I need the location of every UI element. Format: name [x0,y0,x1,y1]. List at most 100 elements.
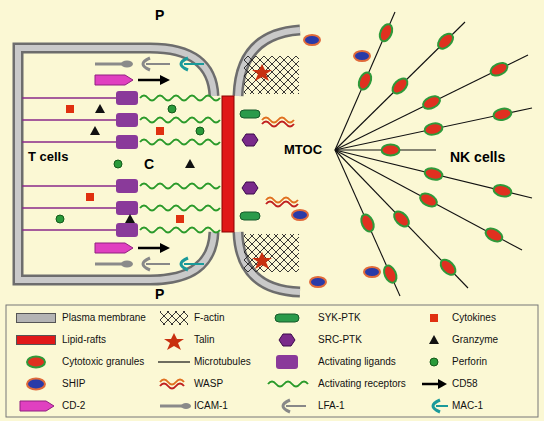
legend-icons [275,314,299,322]
wasp [262,122,294,127]
legend-icons [27,357,45,368]
perforin-symbols [56,105,204,223]
legend-icons [158,361,190,362]
ship [364,267,380,277]
cytokine-symbols [176,215,184,223]
activating-ligand [116,135,138,149]
legend-icons [438,379,447,389]
peripheral-molecules-top [95,63,122,66]
peripheral-molecules-bottom [160,243,170,253]
legend-icons [164,333,184,350]
cytotoxic-granule [356,71,373,92]
perforin-symbols [196,127,204,135]
src-ptk [242,182,258,194]
legend-icons [422,383,440,386]
activating-receptor [140,184,220,189]
legend-text: Cytotoxic granules [62,356,144,367]
cytokine-symbols [66,105,184,223]
cytotoxic-granule [377,22,394,43]
legend-text: Perforin [452,356,487,367]
cytokine-symbols [156,127,164,135]
legend-text: Lipid-rafts [62,334,106,345]
perforin-symbols [56,215,64,223]
peripheral-molecules-top [146,63,170,65]
cytotoxic-granule [435,31,456,51]
region-letter: C [144,157,154,172]
microtubule [335,150,400,296]
legend-text: Talin [194,334,215,345]
activating-ligand [116,91,138,105]
legend-text: Activating ligands [318,356,396,367]
legend-swatch [16,313,56,323]
microtubule [335,12,395,150]
nk-cell-membrane [238,30,300,96]
cytotoxic-granule [418,191,439,209]
ligand-stalk [22,141,116,143]
legend-icons [286,405,306,407]
microtubule [335,108,532,150]
legend-icons [181,403,191,409]
peripheral-molecules-bottom [95,243,133,253]
ligand-receptor-rows [22,91,220,237]
f-actin-mesh [244,56,299,272]
wasp [262,118,298,207]
legend-text: Microtubules [194,356,251,367]
ligand-stalk [22,207,116,209]
activating-ligand [116,113,138,127]
ship [310,277,326,287]
legend-icons [276,355,298,369]
granzyme-symbols [185,159,195,168]
legend-text: WASP [194,378,223,389]
legend-frame [6,305,538,417]
cytotoxic-granule [382,145,400,156]
ligand-stalk [22,119,116,121]
legend-text: CD58 [452,378,478,389]
granzyme-symbols [95,104,105,113]
f-actin-mesh [244,234,299,272]
activating-receptor [140,140,220,145]
legend-text: Cytokines [452,312,496,323]
cytotoxic-granule [423,167,443,182]
cytotoxic-granule [489,60,510,78]
ship [292,210,308,220]
cytokine-symbols [66,105,74,113]
microtubule [335,150,468,288]
legend-icons [430,314,438,322]
talin-symbols [252,252,272,269]
legend-text: Activating receptors [318,378,406,389]
region-letter: P [155,8,164,23]
peripheral-molecules-top [95,58,204,85]
organelle-label: MTOC [284,143,322,157]
granzyme-symbols [90,104,195,223]
cytotoxic-granule [421,94,442,112]
peripheral-molecules-top [95,75,133,85]
activating-ligand [116,179,138,193]
activating-receptor [140,96,220,101]
microtubule [335,55,528,150]
legend-text: Plasma membrane [62,312,146,323]
activating-receptor [140,206,220,211]
peripheral-molecules-top [121,61,133,68]
legend-text: F-actin [194,312,225,323]
legend-icons [160,405,182,408]
nk-cell-membrane [238,232,300,292]
t-cell-membrane [18,48,214,280]
microtubule [335,150,532,198]
peripheral-molecules-bottom [95,263,122,266]
legend-icons [160,311,188,325]
microtubules [335,12,532,296]
region-letter: P [155,287,164,302]
peripheral-molecules-bottom [138,247,162,250]
syk-ptk [240,110,260,220]
ship [304,35,320,45]
cytotoxic-granule [424,122,444,137]
cytotoxic-granule [382,264,399,285]
ship [292,35,380,287]
talin-symbols [252,64,272,81]
legend-icons [268,382,308,387]
lipid-raft [222,96,234,232]
peripheral-molecules-bottom [184,263,204,265]
perforin-symbols [168,105,176,113]
cytotoxic-granule [359,213,376,234]
legend-frame [6,305,538,417]
